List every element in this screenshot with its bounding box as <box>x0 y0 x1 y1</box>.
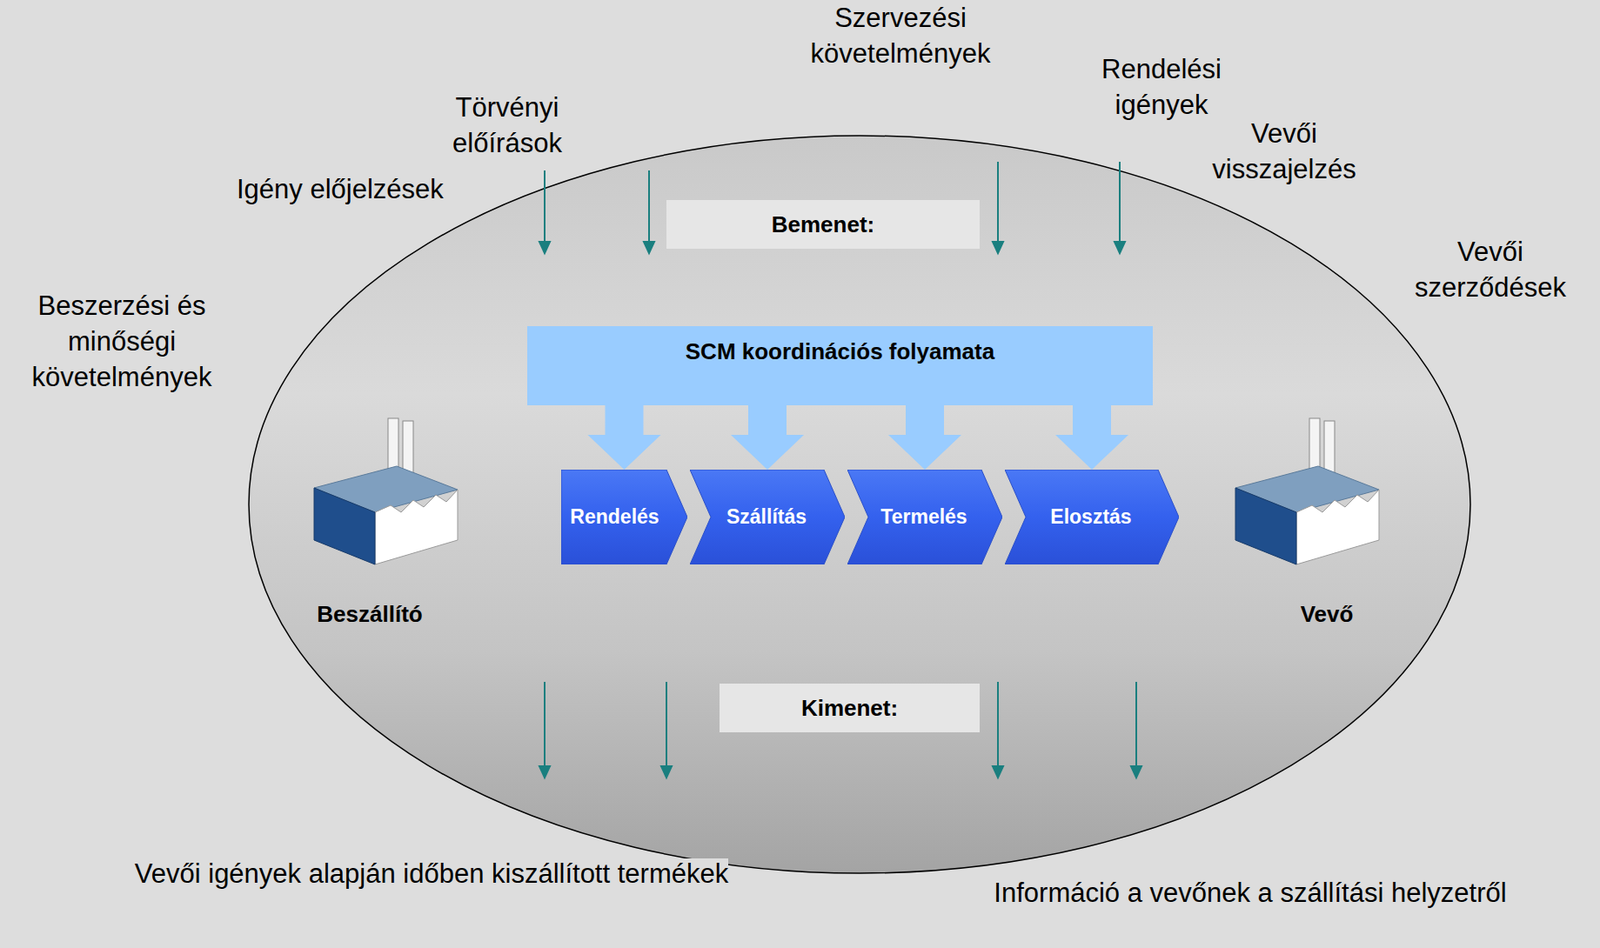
process-chevron: Rendelés <box>561 469 688 565</box>
block-arrow <box>888 404 962 470</box>
annotation-box: Vevői visszajelzés <box>1188 115 1380 188</box>
annotation-text: Beszerzési és minőségi követelmények <box>32 290 213 393</box>
coordination-box: SCM koordinációs folyamata <box>527 326 1153 406</box>
annotation-text: Vevői igények alapján időben kiszállítot… <box>134 858 729 890</box>
party-label-box: Vevő <box>1231 600 1423 629</box>
party-label: Beszállító <box>316 601 422 628</box>
annotation-box: Vevői igények alapján időben kiszállítot… <box>113 856 750 892</box>
input-arrows <box>539 161 1125 254</box>
annotation-box: Információ a vevőnek a szállítási helyze… <box>993 875 1507 911</box>
annotation-text: Törvényi előírások <box>452 92 563 159</box>
annotation-text: Vevői visszajelzés <box>1211 118 1356 185</box>
annotation-box: Szervezési követelmények <box>787 0 1014 72</box>
annotation-text: Rendelési igények <box>1101 53 1222 121</box>
block-arrow <box>1055 404 1129 470</box>
annotation-box: Törvényi előírások <box>424 89 590 161</box>
process-chevron: Termelés <box>847 469 1003 565</box>
block-arrow <box>730 404 804 470</box>
output-arrows <box>539 682 1142 778</box>
annotation-text: Igény előjelzések <box>236 174 444 205</box>
node-text: Kimenet: <box>801 695 898 723</box>
factory-icon <box>314 418 458 565</box>
factory-icon <box>1235 418 1380 565</box>
node-text: Elosztás <box>1050 505 1132 529</box>
annotation-box: Igény előjelzések <box>236 171 444 208</box>
node-text: SCM koordinációs folyamata <box>685 338 995 366</box>
process-chevron: Elosztás <box>1004 469 1179 565</box>
output-band: Kimenet: <box>719 683 980 733</box>
process-chevron: Szállítás <box>689 469 845 565</box>
annotation-text: Szervezési követelmények <box>810 2 991 69</box>
node-text: Bemenet: <box>771 211 875 239</box>
node-text: Termelés <box>880 505 967 529</box>
party-label-box: Beszállító <box>274 600 466 629</box>
annotation-box: Beszerzési és minőségi követelmények <box>6 287 237 395</box>
scope-ellipse <box>248 135 1471 874</box>
annotation-box: Rendelési igények <box>1078 51 1245 123</box>
annotation-text: Vevői szerződések <box>1414 236 1567 303</box>
node-text: Szállítás <box>726 505 807 529</box>
node-text: Rendelés <box>569 505 659 529</box>
annotation-text: Információ a vevőnek a szállítási helyze… <box>993 877 1507 909</box>
input-band: Bemenet: <box>666 200 980 249</box>
annotation-box: Vevői szerződések <box>1397 234 1584 306</box>
party-label: Vevő <box>1300 601 1354 628</box>
block-arrow <box>588 404 662 470</box>
